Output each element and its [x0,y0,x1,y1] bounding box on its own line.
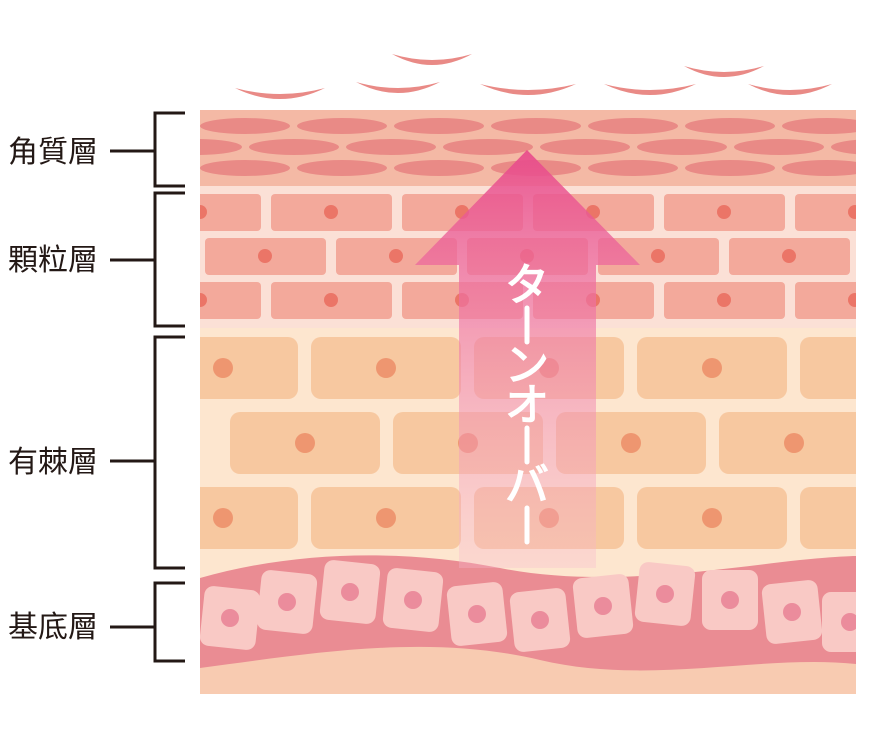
shed-flake [748,84,832,95]
label-stratum-corneum: 角質層 [8,135,98,170]
granular-nucleus [324,205,338,219]
granular-nucleus [651,249,665,263]
granular-nucleus [782,249,796,263]
granular-cell [200,194,261,231]
basal-nucleus [341,583,359,601]
granular-nucleus [848,205,856,219]
corneum-flake [249,139,339,155]
arrow-char: オ [505,380,549,431]
spinous-cell [800,337,856,399]
spinous-nucleus [702,508,722,528]
basal-nucleus [278,593,296,611]
shed-flake [235,88,325,99]
bracket-stratum-granulosum [110,191,185,328]
corneum-flake [685,160,775,176]
granular-cell [200,282,261,319]
label-stratum-basale: 基底層 [8,610,98,645]
spinous-nucleus [376,358,396,378]
corneum-flake [297,118,387,134]
corneum-flake [443,139,533,155]
granular-cell [795,282,856,319]
granular-nucleus [717,205,731,219]
basal-nucleus [783,603,801,621]
shed-flake [356,82,440,93]
basal-nucleus [721,591,739,609]
granular-nucleus [324,293,338,307]
granular-cell [860,238,878,275]
corneum-flake [200,118,290,134]
layer-labels: 角質層 顆粒層 有棘層 基底層 [8,111,185,663]
bracket-stratum-spinosum [110,335,185,570]
corneum-flake [588,160,678,176]
corneum-flake [540,139,630,155]
spinous-nucleus [865,508,878,528]
corneum-flake [588,118,678,134]
bracket-stratum-basale [110,581,185,663]
spinous-nucleus [784,433,804,453]
spinous-cell [200,487,298,549]
corneum-flake [782,118,856,134]
basal-nucleus [468,605,486,623]
spinous-nucleus [295,433,315,453]
basal-nucleus [221,609,239,627]
basal-nucleus [594,597,612,615]
spinous-nucleus [621,433,641,453]
basal-nucleus [531,611,549,629]
granular-nucleus [200,205,207,219]
granular-nucleus [258,249,272,263]
corneum-flake [637,139,727,155]
shed-flake [684,66,764,77]
spinous-cell [200,337,298,399]
stratum-corneum [200,110,856,186]
spinous-nucleus [376,508,396,528]
stratum-basale [200,555,856,671]
granular-nucleus [389,249,403,263]
corneum-flake [782,160,856,176]
spinous-cell [800,487,856,549]
basal-cell [822,592,856,652]
corneum-flake [831,139,856,155]
corneum-flake [346,139,436,155]
corneum-flake [200,139,242,155]
corneum-flake [685,118,775,134]
corneum-flake [734,139,824,155]
spinous-nucleus [702,358,722,378]
corneum-flake [297,160,387,176]
granular-cell [795,194,856,231]
corneum-flake [394,118,484,134]
shed-flake [392,54,472,65]
spinous-nucleus [865,358,878,378]
arrow-char: タ [505,260,549,311]
basal-nucleus [656,585,674,603]
granular-nucleus [848,293,856,307]
corneum-flake [491,118,581,134]
shedding-flakes [235,54,832,99]
spinous-nucleus [213,508,233,528]
shed-flake [604,84,696,95]
label-stratum-granulosum: 顆粒層 [8,243,98,278]
shed-flake [480,84,576,95]
spinous-nucleus [213,358,233,378]
arrow-char: バ [505,460,549,511]
turnover-arrow-shape [415,150,640,568]
basal-nucleus [404,591,422,609]
bracket-stratum-corneum [110,111,185,188]
arrow-char: ン [505,340,549,391]
corneum-flake [200,160,290,176]
granular-nucleus [717,293,731,307]
basal-nucleus [841,613,856,631]
label-stratum-spinosum: 有棘層 [8,445,98,480]
corneum-flake [394,160,484,176]
granular-nucleus [200,293,207,307]
